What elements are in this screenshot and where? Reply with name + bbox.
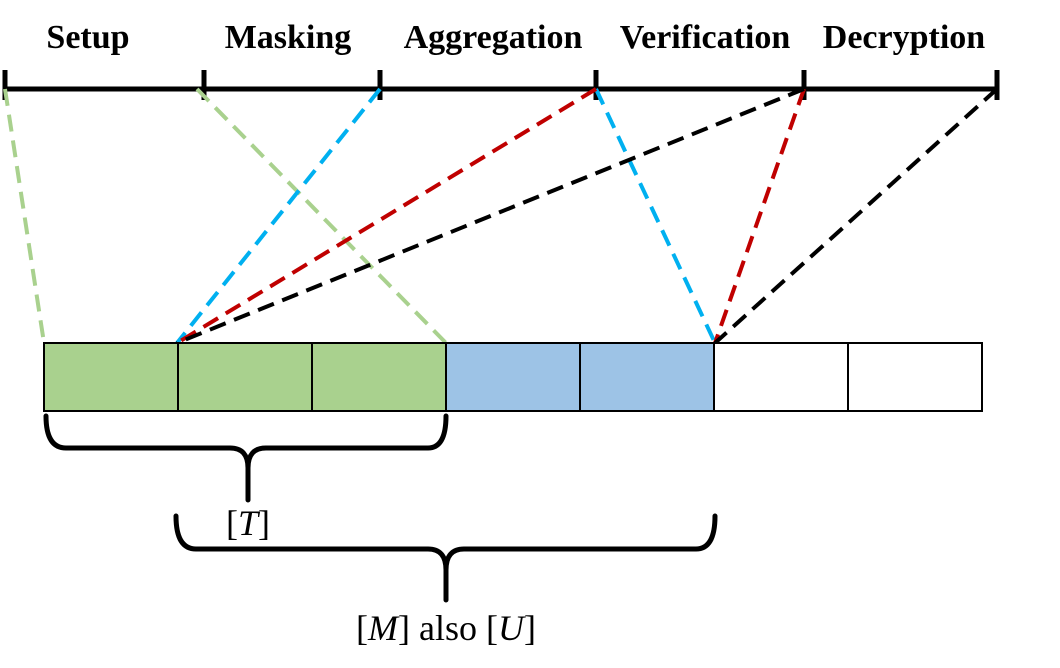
- blue-mapping-line: [594, 88, 717, 344]
- brace-label-t: [T]: [226, 503, 270, 543]
- cell-green: [43, 342, 179, 412]
- cell-green: [311, 342, 447, 412]
- brace-mu: [173, 513, 718, 603]
- timeline: [2, 70, 1000, 100]
- phase-label-setup: Setup: [46, 19, 129, 56]
- mapping-lines: [3, 87, 999, 345]
- green-mapping-line: [3, 88, 46, 344]
- bracket: [: [356, 608, 368, 648]
- bracket: ]: [524, 608, 536, 648]
- phase-labels: Setup Masking Aggregation Verification D…: [46, 19, 985, 56]
- phase-label-aggregation: Aggregation: [404, 19, 583, 56]
- label-var-u: U: [498, 608, 526, 648]
- black-mapping-line: [713, 87, 999, 345]
- black-mapping-line: [176, 87, 805, 345]
- green-mapping-line: [195, 87, 448, 345]
- red-mapping-line: [713, 88, 806, 344]
- cell-blue: [445, 342, 581, 412]
- phase-label-verification: Verification: [620, 19, 791, 56]
- bracket: ]: [258, 503, 270, 543]
- label-var-t: T: [238, 503, 261, 543]
- label-also: ] also [: [398, 608, 498, 648]
- cell-blue: [579, 342, 715, 412]
- cell-white: [713, 342, 849, 412]
- label-var-m: M: [367, 608, 400, 648]
- phase-label-masking: Masking: [225, 19, 352, 56]
- cell-green: [177, 342, 313, 412]
- red-mapping-line: [175, 87, 598, 345]
- braces: [43, 413, 718, 603]
- cell-row: [43, 342, 983, 412]
- cell-white: [847, 342, 983, 412]
- bracket: [: [226, 503, 238, 543]
- brace-label-mu: [M] also [U]: [356, 608, 536, 648]
- phase-label-decryption: Decryption: [823, 19, 986, 56]
- blue-mapping-line: [175, 87, 382, 345]
- brace-t: [43, 413, 449, 503]
